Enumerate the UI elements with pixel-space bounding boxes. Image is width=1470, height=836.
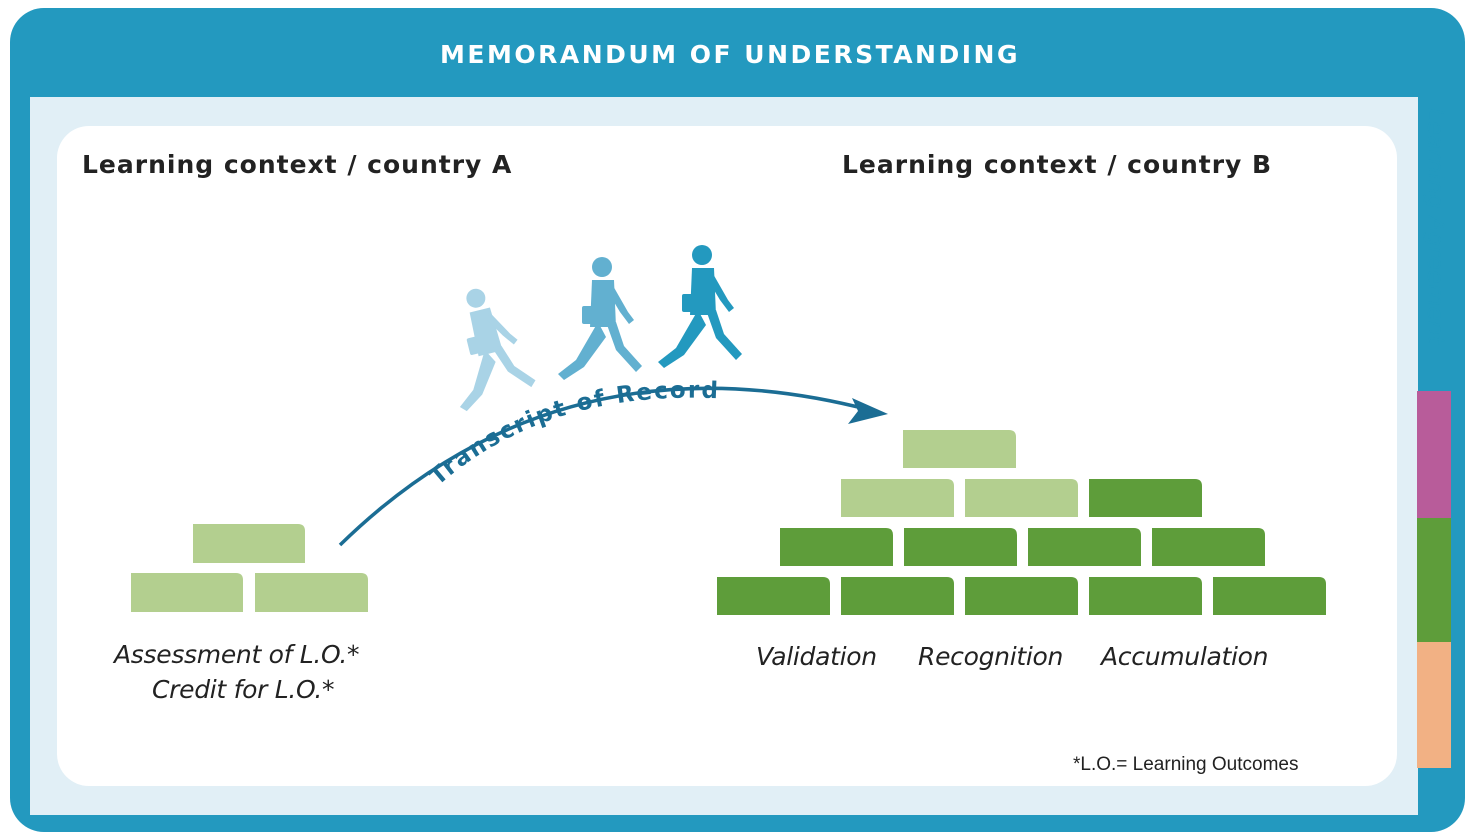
brick: [1089, 577, 1202, 615]
brick: [1152, 528, 1265, 566]
walking-person-icon: [433, 279, 539, 413]
walking-person-icon: [658, 245, 742, 368]
tab-orange: [1417, 642, 1451, 768]
content-panel: [57, 126, 1397, 786]
brick: [1213, 577, 1326, 615]
left-brick-stack: [131, 524, 368, 612]
walking-person-icon: [558, 257, 642, 380]
brick: [1089, 479, 1202, 517]
recognition-caption: Recognition: [918, 642, 1064, 671]
context-a-heading: Learning context / country A: [82, 150, 513, 179]
arrow-icon: [848, 398, 888, 424]
brick: [904, 528, 1017, 566]
brick: [717, 577, 830, 615]
brick: [841, 577, 954, 615]
assessment-caption: Assessment of L.O.*: [114, 640, 360, 669]
transcript-arc: [338, 386, 872, 547]
brick: [131, 573, 243, 612]
tab-pink: [1417, 391, 1451, 518]
validation-caption: Validation: [756, 642, 877, 671]
footnote: *L.O.= Learning Outcomes: [1073, 754, 1299, 775]
transcript-label: Transcript of Record: [425, 378, 720, 491]
tab-green: [1417, 518, 1451, 642]
brick: [1028, 528, 1141, 566]
credit-caption: Credit for L.O.*: [152, 675, 335, 704]
context-b-heading: Learning context / country B: [842, 150, 1273, 179]
brick: [965, 577, 1078, 615]
right-brick-pyramid: [717, 430, 1326, 615]
brick: [965, 479, 1078, 517]
brick: [903, 430, 1016, 468]
brick: [841, 479, 954, 517]
accumulation-caption: Accumulation: [1101, 642, 1269, 671]
brick: [780, 528, 893, 566]
brick: [193, 524, 305, 563]
brick: [255, 573, 368, 612]
learning-agreement-label: Learning Agreement: [1422, 108, 1448, 345]
page-title: MEMORANDUM OF UNDERSTANDING: [440, 40, 1020, 69]
